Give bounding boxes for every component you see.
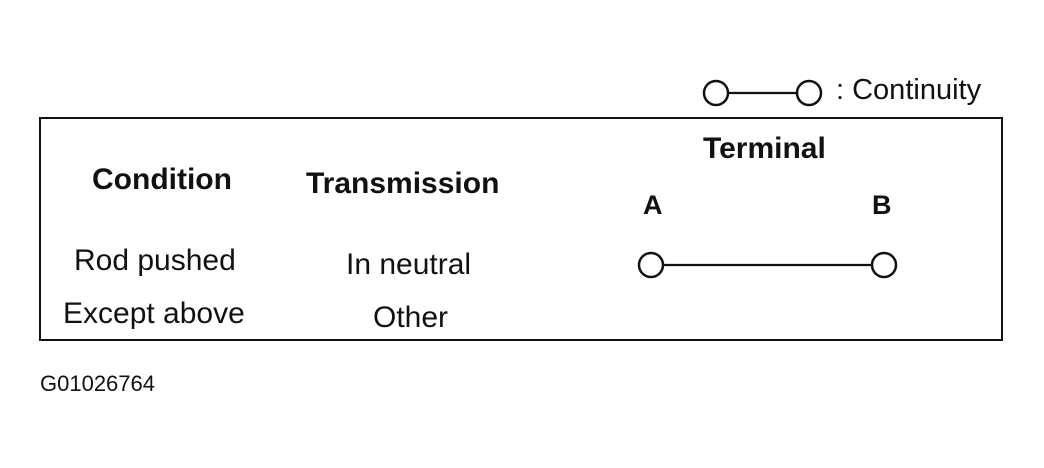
- row1-transmission: In neutral: [346, 248, 472, 281]
- continuity-table-frame: [39, 117, 1003, 341]
- row1-condition: Rod pushed: [74, 244, 236, 277]
- figure-id: G01026764: [40, 371, 155, 396]
- header-terminal: Terminal: [703, 132, 826, 165]
- continuity-legend: : Continuity: [700, 72, 1010, 112]
- header-transmission: Transmission: [306, 167, 500, 200]
- continuity-symbol-icon: [702, 79, 823, 107]
- row2-transmission: Other: [373, 301, 449, 334]
- terminal-b-label: B: [872, 190, 892, 220]
- terminal-a-label: A: [643, 190, 663, 220]
- terminal-b-circle: [870, 251, 898, 279]
- row1-continuity-connector: [637, 251, 898, 279]
- row2-condition: Except above: [63, 297, 245, 330]
- terminal-a-circle: [637, 251, 665, 279]
- legend-label: : Continuity: [836, 74, 982, 106]
- header-condition: Condition: [92, 163, 232, 196]
